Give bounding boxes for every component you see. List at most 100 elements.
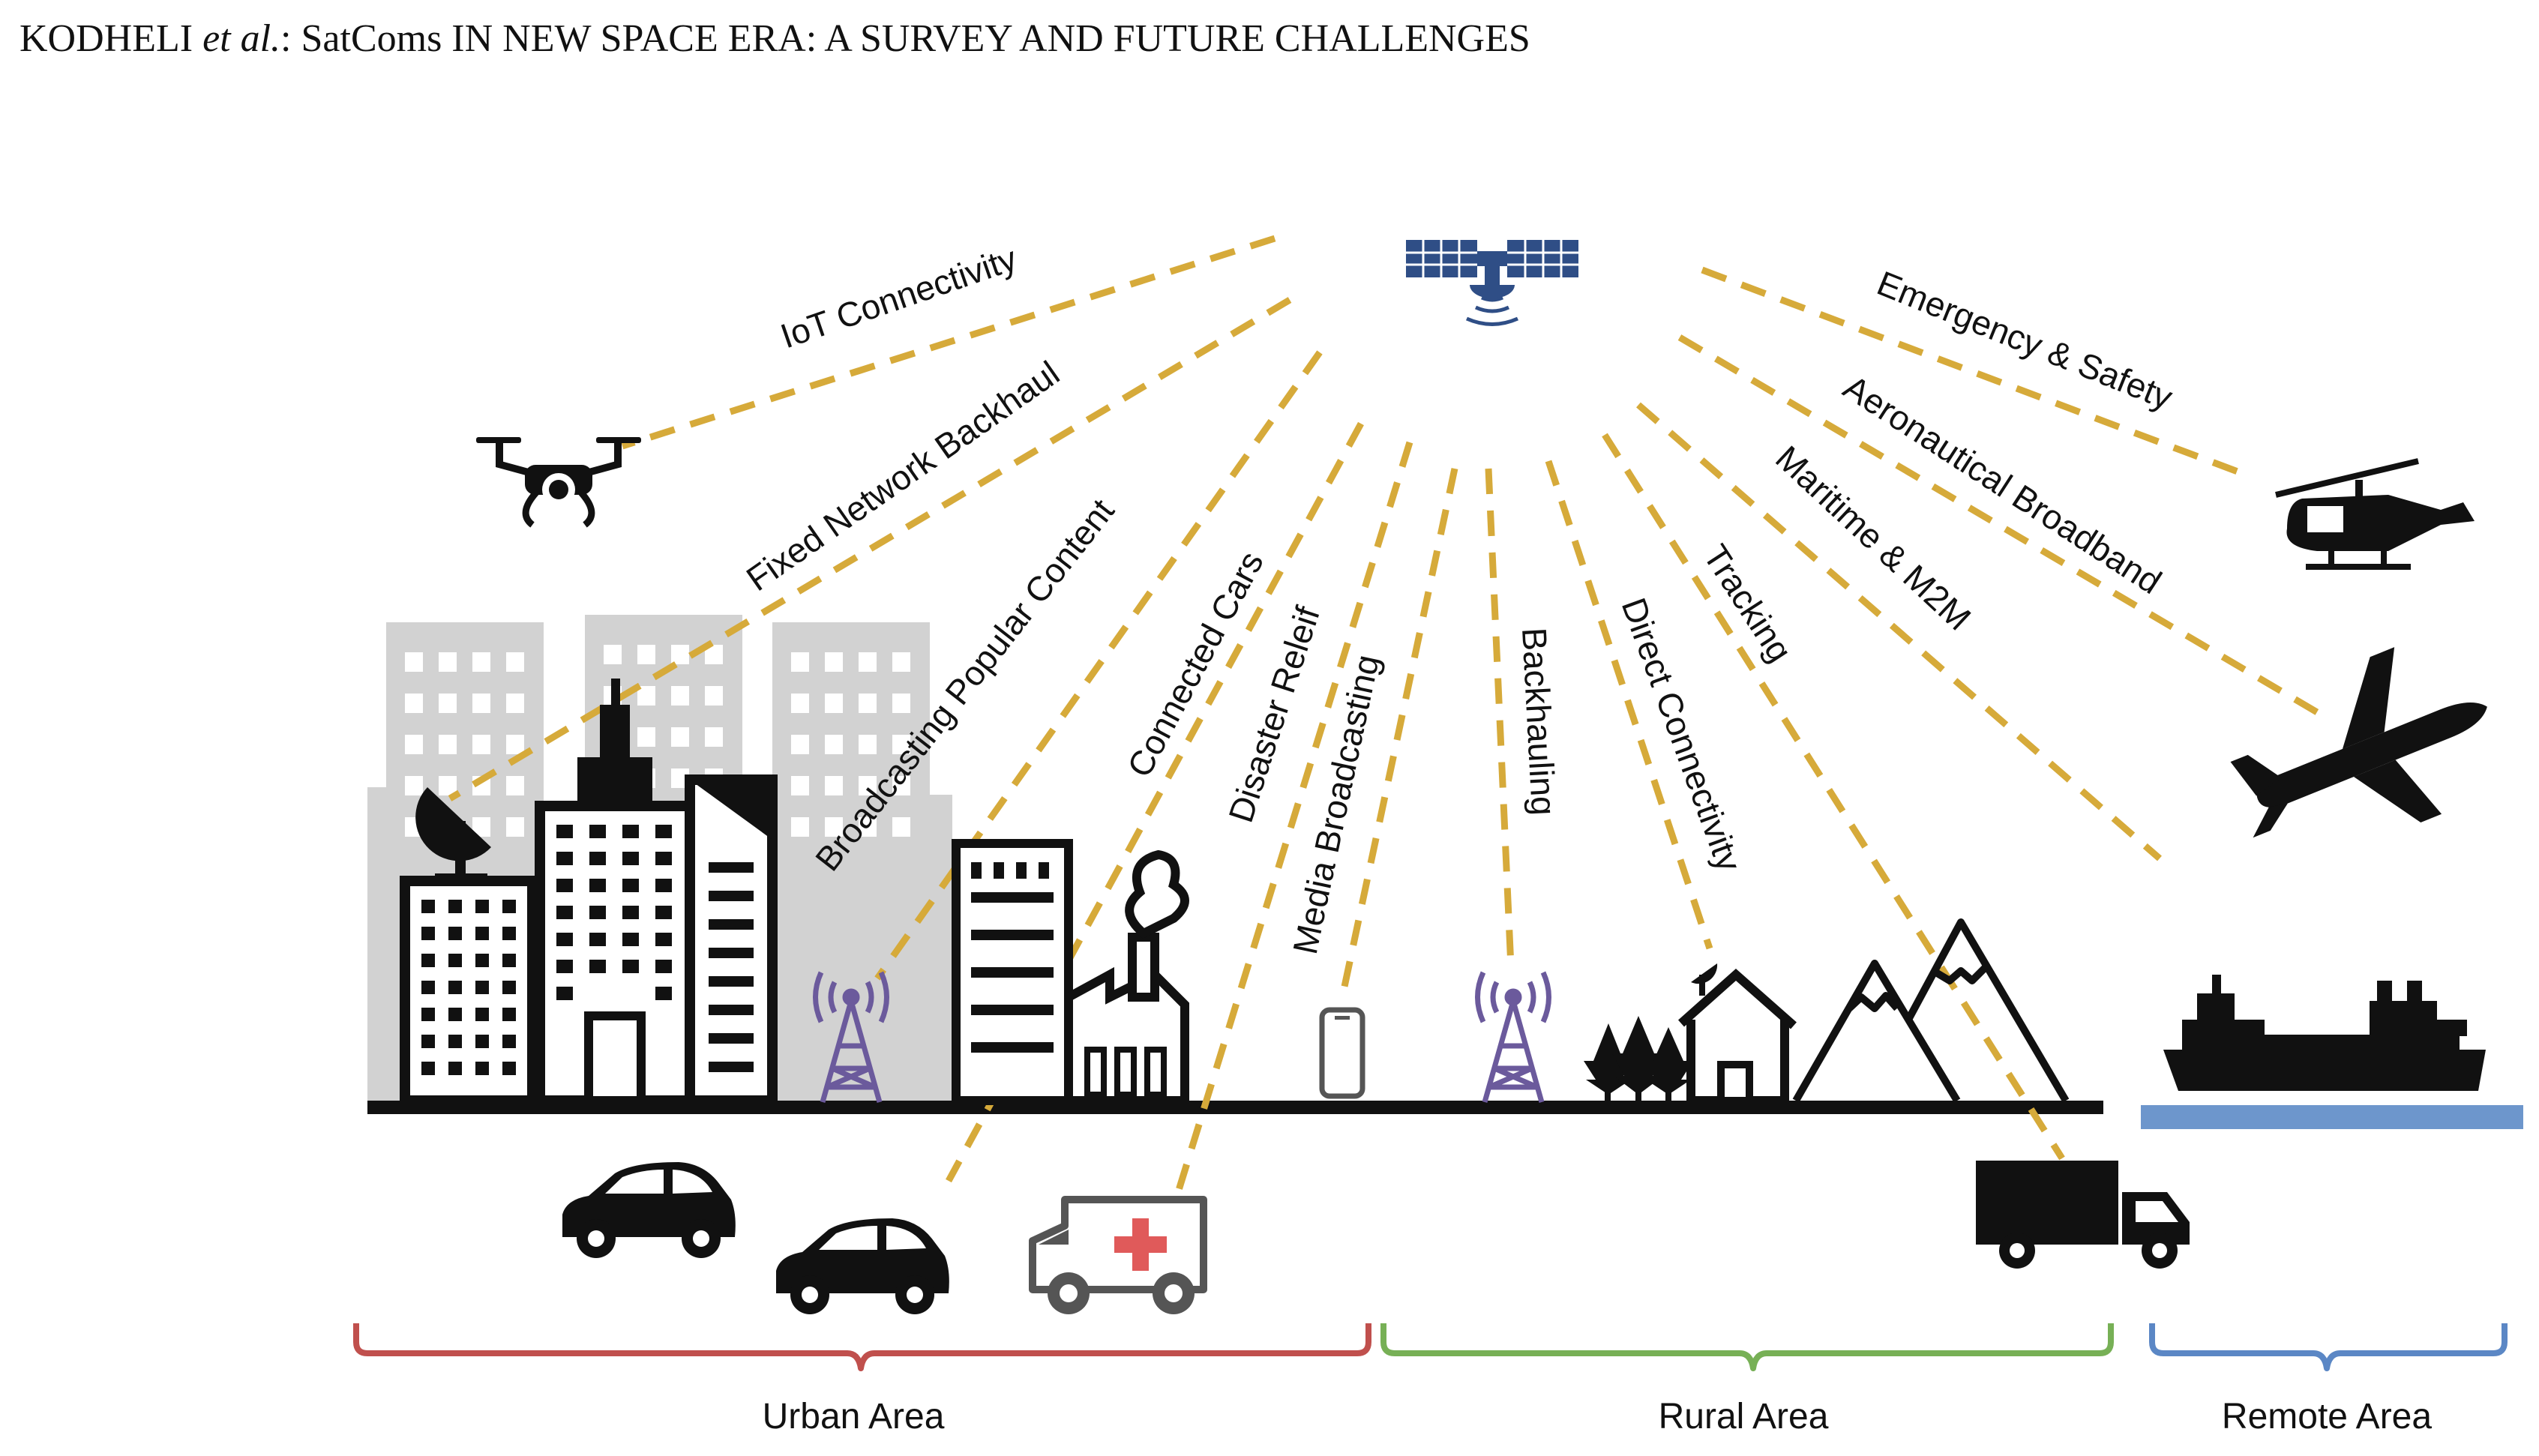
background-window xyxy=(472,735,490,754)
background-window xyxy=(472,652,490,672)
background-window xyxy=(405,776,423,795)
cell-tower-icon xyxy=(1475,971,1551,1103)
building-window xyxy=(655,933,672,946)
background-window xyxy=(825,694,843,713)
satellite-icon xyxy=(1406,240,1578,326)
background-window xyxy=(405,735,423,754)
background-window xyxy=(439,694,457,713)
car-icon xyxy=(776,1218,949,1314)
sea-water xyxy=(2141,1105,2523,1129)
background-window xyxy=(791,735,809,754)
building-window xyxy=(709,1033,754,1044)
building-window xyxy=(556,825,573,838)
building-window xyxy=(475,981,489,994)
building-window xyxy=(655,906,672,919)
building-window xyxy=(622,960,639,973)
background-window xyxy=(506,735,524,754)
background-window xyxy=(506,694,524,713)
area-braces xyxy=(353,1323,2508,1371)
remote-brace xyxy=(2149,1323,2508,1371)
building-window xyxy=(589,906,606,919)
label-disaster: Disaster Releif xyxy=(1221,601,1327,827)
area-label-remote: Remote Area xyxy=(2222,1397,2432,1437)
link-line-tracking xyxy=(1602,433,2065,1161)
background-window xyxy=(439,652,457,672)
running-header: KODHELI et al.: SatComs IN NEW SPACE ERA… xyxy=(19,16,1530,61)
building-window xyxy=(448,1035,462,1048)
drone-icon xyxy=(476,437,641,528)
house-icon xyxy=(1678,963,1797,1105)
building-window xyxy=(502,954,516,967)
building-window xyxy=(556,933,573,946)
background-window xyxy=(405,694,423,713)
label-tracking: Tracking xyxy=(1696,538,1800,669)
background-window xyxy=(892,776,910,795)
building-window xyxy=(655,987,672,1000)
building-window xyxy=(556,960,573,973)
background-window xyxy=(791,776,809,795)
building-window xyxy=(655,960,672,973)
building-window xyxy=(448,1062,462,1075)
background-window xyxy=(825,735,843,754)
area-label-rural: Rural Area xyxy=(1659,1397,1829,1437)
area-labels: Urban Area Rural Area Remote Area xyxy=(763,1397,2433,1437)
building-window xyxy=(709,862,754,873)
label-direct: Direct Connectivity xyxy=(1614,593,1749,876)
ground-line xyxy=(367,1101,2103,1114)
building-window xyxy=(502,981,516,994)
building-window xyxy=(421,1008,435,1021)
background-window xyxy=(859,776,877,795)
label-iot: IoT Connectivity xyxy=(775,238,1021,355)
building-window xyxy=(421,900,435,913)
background-window xyxy=(892,817,910,837)
building-window xyxy=(421,981,435,994)
link-lines xyxy=(448,235,2319,1209)
header-author: KODHELI xyxy=(19,17,193,60)
background-window xyxy=(791,817,809,837)
background-window xyxy=(825,776,843,795)
building-window xyxy=(556,906,573,919)
factory-details xyxy=(971,862,1167,1098)
building-window xyxy=(556,879,573,892)
background-window xyxy=(637,645,655,664)
building-window xyxy=(475,1062,489,1075)
background-window xyxy=(859,735,877,754)
building-window xyxy=(421,927,435,940)
background-window xyxy=(671,686,689,706)
background-window xyxy=(791,694,809,713)
building-window xyxy=(502,1062,516,1075)
cell-tower-icon xyxy=(813,971,889,1103)
building-window xyxy=(448,1008,462,1021)
background-window xyxy=(859,652,877,672)
satellite-dish-icon xyxy=(415,787,491,884)
background-window xyxy=(405,652,423,672)
building-window xyxy=(622,852,639,865)
background-window xyxy=(892,735,910,754)
background-window xyxy=(825,817,843,837)
building-window xyxy=(556,987,573,1000)
building-window xyxy=(448,954,462,967)
background-window xyxy=(705,686,723,706)
header-etal: et al. xyxy=(202,17,281,60)
building-window xyxy=(589,879,606,892)
building-window xyxy=(709,948,754,958)
building-window xyxy=(421,1035,435,1048)
building-window xyxy=(556,852,573,865)
building-window xyxy=(421,1062,435,1075)
tree-icon xyxy=(1584,1016,1693,1102)
airplane-icon xyxy=(2230,647,2487,838)
building-window xyxy=(475,954,489,967)
building-window xyxy=(448,981,462,994)
truck-icon xyxy=(1976,1161,2190,1269)
background-window xyxy=(671,645,689,664)
building-window xyxy=(589,825,606,838)
house-dish-icon xyxy=(1691,963,1718,984)
building-window xyxy=(709,919,754,930)
background-window xyxy=(506,817,524,837)
link-line-emergency xyxy=(1701,266,2251,480)
background-window xyxy=(859,694,877,713)
link-line-iot xyxy=(621,235,1276,450)
background-window xyxy=(439,776,457,795)
label-backhauling: Backhauling xyxy=(1515,627,1563,816)
